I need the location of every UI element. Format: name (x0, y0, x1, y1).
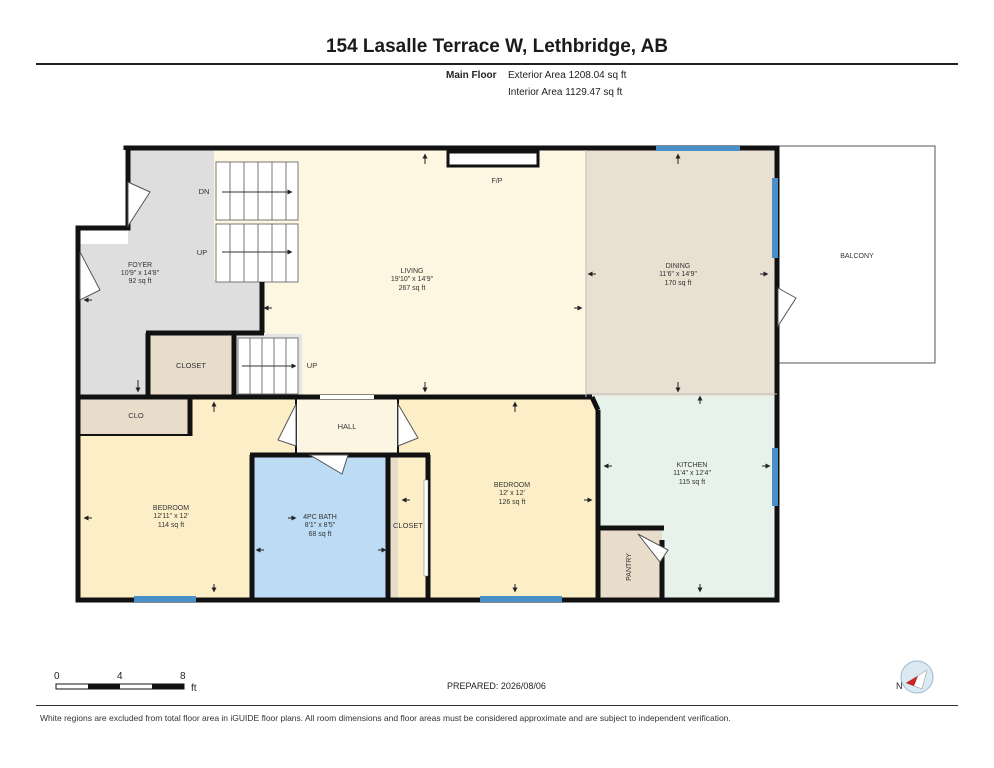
scale-tick-8: 8 (180, 671, 186, 682)
bedroom-right-area-text: 126 sq ft (499, 499, 526, 506)
prepared-date: PREPARED: 2026/08/06 (447, 681, 546, 691)
bedroom-right-dims: 12' x 12' (499, 490, 525, 497)
dining-area (586, 150, 775, 396)
bath-door-icon (308, 454, 349, 475)
bedroom-right-area (398, 399, 596, 598)
living-area-text: 267 sq ft (399, 285, 426, 292)
bedroom-door-icon (277, 403, 297, 447)
compass-letter: N (896, 681, 903, 691)
stair-down-label: DN (199, 187, 210, 196)
dimension-markers (83, 153, 771, 593)
compass-icon: N (896, 660, 934, 694)
clo-label: CLO (128, 411, 144, 420)
living-area (262, 150, 586, 396)
scale-bar: 0 4 8 ft (54, 671, 197, 694)
closet-right-label: CLOSET (393, 521, 423, 530)
windows (134, 146, 778, 602)
hall-label: HALL (338, 422, 357, 431)
foyer-label: FOYER (128, 262, 152, 269)
dining-label: DINING (666, 263, 691, 270)
foyer-area-text: 92 sq ft (129, 278, 152, 285)
closet-sliding-door (423, 479, 429, 577)
footer-divider (36, 705, 958, 706)
stair-up-main (215, 223, 299, 283)
fireplace-icon (446, 150, 540, 168)
stair-up-lower-label: UP (307, 361, 317, 370)
bedroom-left-area (80, 399, 296, 598)
scale-tick-0: 0 (54, 671, 60, 682)
bedroom-left-area-text: 114 sq ft (158, 522, 184, 529)
bath-area-text: 68 sq ft (309, 531, 332, 538)
kitchen-area-text: 115 sq ft (679, 479, 705, 486)
pantry-label: PANTRY (626, 553, 633, 581)
title-divider (36, 63, 958, 65)
living-label: LIVING (401, 268, 424, 275)
stair-up-lower (237, 337, 299, 395)
exterior-area: Exterior Area 1208.04 sq ft (508, 70, 627, 81)
dining-dims: 11'6" x 14'9" (659, 271, 697, 278)
kitchen-label: KITCHEN (677, 462, 708, 469)
front-door-icon (127, 181, 151, 228)
balcony-label: BALCONY (840, 253, 874, 260)
balcony-door-icon (777, 287, 797, 328)
side-door-icon (79, 251, 101, 301)
bedroom-left-label: BEDROOM (153, 505, 189, 512)
page-title: 154 Lasalle Terrace W, Lethbridge, AB (325, 36, 669, 57)
kitchen-dims: 11'4" x 12'4" (673, 470, 711, 477)
scale-unit: ft (191, 683, 197, 694)
bath-label: 4PC BATH (303, 514, 337, 521)
door-swings (79, 181, 797, 563)
fireplace-label: F/P (492, 178, 503, 185)
living-dims: 19'10" x 14'9" (391, 276, 434, 283)
interior-area: Interior Area 1129.47 sq ft (508, 87, 623, 98)
closet-top-label: CLOSET (176, 361, 206, 370)
bedroom-right-door-icon (397, 402, 419, 447)
balcony-area (777, 145, 936, 364)
hall-opening (320, 395, 374, 399)
clo-area (80, 399, 190, 435)
hall-area (298, 399, 398, 453)
bath-area (254, 456, 386, 598)
dining-area-text: 170 sq ft (665, 280, 692, 287)
foyer-dims: 10'9" x 14'8" (121, 270, 160, 277)
stair-down (215, 161, 299, 221)
bedroom-left-dims: 12'11" x 12' (153, 513, 188, 520)
floor-label: Main Floor (446, 70, 497, 81)
stair-up-label: UP (197, 248, 207, 257)
bedroom-right-label: BEDROOM (494, 482, 530, 489)
disclaimer-text: White regions are excluded from total fl… (40, 713, 731, 723)
pantry-door-icon (637, 533, 669, 563)
scale-tick-4: 4 (117, 671, 123, 682)
bath-dims: 8'1" x 8'5" (305, 522, 336, 529)
closet-top-area (148, 334, 232, 396)
